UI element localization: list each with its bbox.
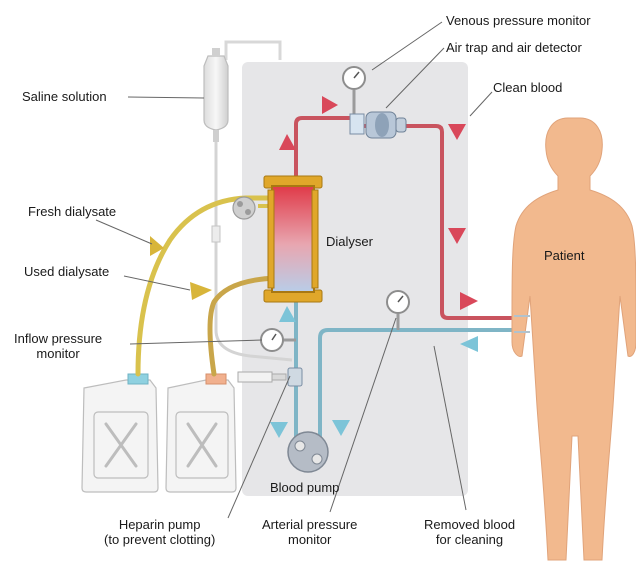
label-patient: Patient — [544, 248, 585, 263]
removed-blood-tube — [318, 328, 514, 440]
arrow-red-right-top — [322, 96, 338, 114]
arrow-red-down-mid — [448, 228, 466, 244]
dialyser — [263, 175, 323, 303]
label-removed-blood: Removed blood for cleaning — [424, 517, 515, 547]
label-inflow-line2: monitor — [36, 346, 80, 361]
label-dialyser: Dialyser — [326, 234, 373, 249]
arterial-pressure-gauge — [386, 290, 410, 330]
fresh-dialysate-container — [81, 373, 159, 493]
venous-pressure-gauge — [342, 66, 366, 118]
saline-drip-chamber — [211, 225, 221, 243]
arrow-yellow-used — [190, 282, 212, 300]
inflow-pressure-gauge — [260, 328, 296, 352]
label-arterial-line1: Arterial pressure — [262, 517, 358, 532]
used-dialysate-container — [165, 373, 237, 493]
label-used-dialysate: Used dialysate — [24, 264, 110, 279]
label-clean-blood: Clean blood — [493, 80, 563, 95]
label-inflow-line1: Inflow pressure — [14, 331, 103, 346]
arrow-yellow-fresh — [150, 236, 164, 256]
arm-access-site — [514, 315, 530, 333]
arrow-blue-up-dialyser — [279, 306, 296, 322]
heparin-pump — [237, 367, 303, 387]
arrow-blue-down-pump-left — [270, 422, 288, 438]
label-heparin-pump: Heparin pump (to prevent clotting) — [104, 517, 215, 547]
patient-silhouette — [511, 117, 636, 561]
arrow-red-down-clean — [448, 124, 466, 140]
clean-blood-tube — [294, 116, 514, 320]
blood-pump-wheel — [287, 431, 329, 473]
arrow-blue-left-patient — [460, 336, 478, 352]
label-blood-pump: Blood pump — [270, 480, 340, 495]
label-arterial-pressure-monitor: Arterial pressure monitor — [262, 517, 357, 547]
label-removed-line2: for cleaning — [435, 532, 504, 547]
leader-lines — [95, 21, 493, 519]
label-air-trap: Air trap and air detector — [446, 40, 582, 55]
air-trap-air-detector — [349, 111, 407, 139]
arrow-blue-down-pump-right — [332, 420, 350, 436]
fresh-dialysate-tube — [135, 195, 279, 377]
used-dialysate-tube — [207, 275, 279, 377]
label-heparin-line2: (to prevent clotting) — [104, 532, 216, 547]
label-saline-solution: Saline solution — [22, 89, 107, 104]
label-heparin-line1: Heparin pump — [118, 517, 201, 532]
label-venous-pressure-monitor: Venous pressure monitor — [446, 13, 591, 28]
label-removed-line1: Removed blood — [424, 517, 516, 532]
dialysate-pump-wheel — [232, 196, 256, 220]
label-fresh-dialysate: Fresh dialysate — [28, 204, 117, 219]
label-inflow-pressure-monitor: Inflow pressure monitor — [14, 331, 102, 361]
arrow-red-up-dialyser — [279, 134, 296, 150]
arrow-red-right-patient — [460, 292, 478, 310]
saline-hanger — [224, 40, 282, 60]
label-arterial-line2: monitor — [288, 532, 332, 547]
dialysis-machine-panel — [242, 62, 468, 496]
saline-bag — [203, 48, 229, 142]
